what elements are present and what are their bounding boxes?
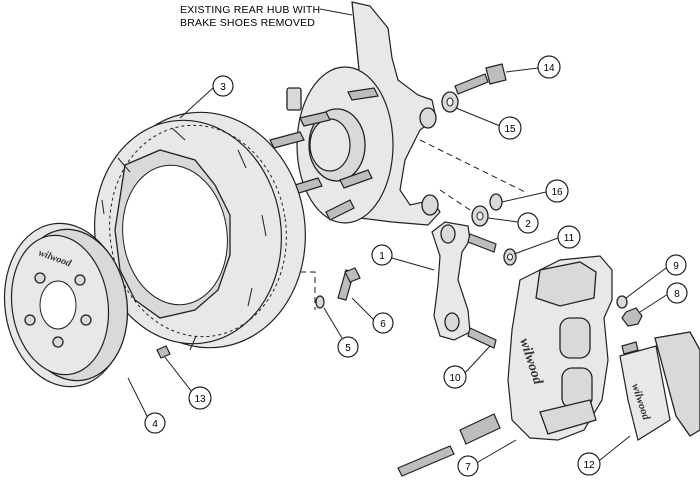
nut <box>621 307 643 327</box>
callout-11-number: 11 <box>564 233 575 244</box>
callout-7 <box>457 455 479 477</box>
callout-14 <box>537 55 561 79</box>
callout-15 <box>498 116 522 140</box>
callout-7-number: 7 <box>465 462 471 473</box>
callout-15-number: 15 <box>504 124 516 135</box>
header-note: EXISTING REAR HUB WITH BRAKE SHOES REMOV… <box>180 4 353 29</box>
callout-13-number: 13 <box>194 394 206 405</box>
callout-4-number: 4 <box>152 419 158 430</box>
callout-12 <box>577 452 601 476</box>
caliper-bracket <box>431 221 497 349</box>
callout-9 <box>665 254 687 276</box>
callout-4 <box>144 412 166 434</box>
alignment-lines <box>300 139 526 310</box>
callout-16-number: 16 <box>551 187 563 198</box>
lock-washer <box>616 295 628 309</box>
callout-2 <box>517 212 539 234</box>
callout-5-number: 5 <box>345 343 351 354</box>
callout-8 <box>666 282 688 304</box>
caliper: wilwood <box>507 255 613 441</box>
header-note-line1: EXISTING REAR HUB WITH <box>180 4 320 16</box>
mounting-bolt <box>454 63 507 95</box>
caliper-bolt <box>397 413 501 477</box>
hub <box>269 66 394 224</box>
header-note-leader <box>319 8 353 16</box>
callout-11 <box>557 225 581 249</box>
header-note-line2: BRAKE SHOES REMOVED <box>180 17 315 29</box>
rotor <box>93 111 306 351</box>
callout-10-number: 10 <box>449 373 461 384</box>
callout-1-number: 1 <box>379 251 385 262</box>
callout-14-number: 14 <box>543 63 555 74</box>
callout-3 <box>212 75 234 97</box>
callout-5 <box>337 336 359 358</box>
callout-12-number: 12 <box>583 460 595 471</box>
brake-pads: wilwood <box>619 331 700 441</box>
rotor-bolt-assembly <box>315 267 361 309</box>
callout-16 <box>545 179 569 203</box>
callout-8-number: 8 <box>674 289 680 300</box>
callout-6-number: 6 <box>380 319 386 330</box>
callout-10 <box>443 365 467 389</box>
callout-3-number: 3 <box>220 82 226 93</box>
callouts: 1 2 3 4 5 6 7 8 9 10 <box>127 55 688 477</box>
shim-washer <box>489 193 503 211</box>
callout-13 <box>188 386 212 410</box>
callout-6 <box>372 312 394 334</box>
hat-nut <box>156 345 171 359</box>
callout-9-number: 9 <box>673 261 679 272</box>
callout-1 <box>371 244 393 266</box>
hat: wilwood <box>3 222 129 388</box>
callout-2-number: 2 <box>525 219 531 230</box>
